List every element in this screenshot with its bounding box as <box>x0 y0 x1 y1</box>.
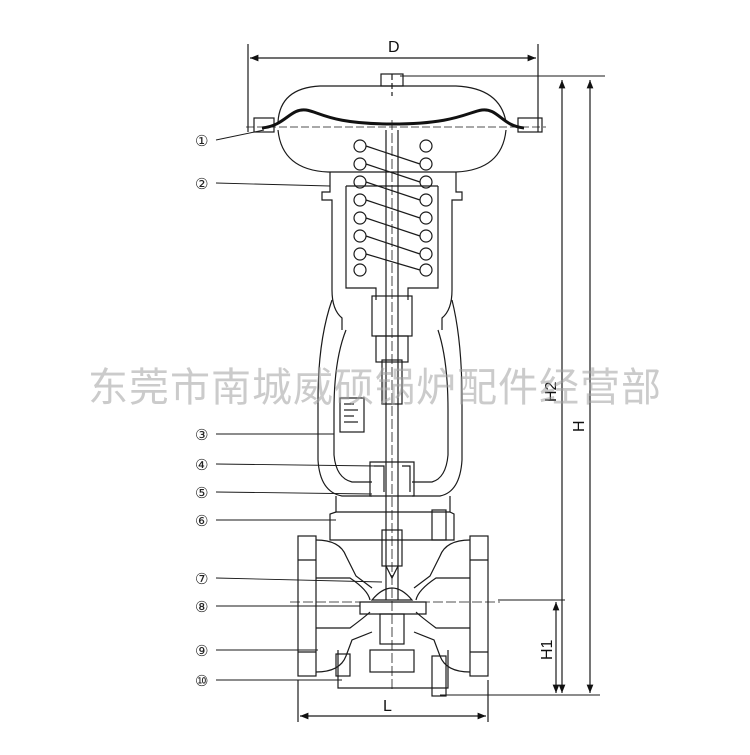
dimension-l <box>297 680 489 722</box>
bonnet <box>329 461 455 541</box>
diaphragm <box>261 108 525 130</box>
leader-lines <box>215 129 383 681</box>
dim-label-d: D <box>388 39 400 56</box>
travel-indicator <box>339 397 365 433</box>
callout-7: ⑦ <box>195 571 208 588</box>
callout-9: ⑨ <box>195 643 208 660</box>
dim-label-h: H <box>571 420 588 432</box>
valve-stem <box>385 120 399 690</box>
stem-connector <box>381 359 403 405</box>
spring <box>353 139 433 277</box>
yoke <box>317 172 463 497</box>
callout-labels: ① ② ③ ④ ⑤ ⑥ ⑦ ⑧ ⑨ ⑩ <box>195 133 208 690</box>
callout-8: ⑧ <box>195 599 208 616</box>
dim-label-h2: H2 <box>543 381 560 402</box>
callout-3: ③ <box>195 427 208 444</box>
callout-2: ② <box>195 176 208 193</box>
callout-4: ④ <box>195 457 208 474</box>
callout-6: ⑥ <box>195 513 208 530</box>
callout-5: ⑤ <box>195 485 208 502</box>
dim-label-h1: H1 <box>539 639 556 660</box>
dimension-d <box>247 44 539 132</box>
callout-1: ① <box>195 133 208 150</box>
dim-label-l: L <box>383 698 392 715</box>
callout-10: ⑩ <box>195 673 208 690</box>
valve-body <box>290 529 500 697</box>
